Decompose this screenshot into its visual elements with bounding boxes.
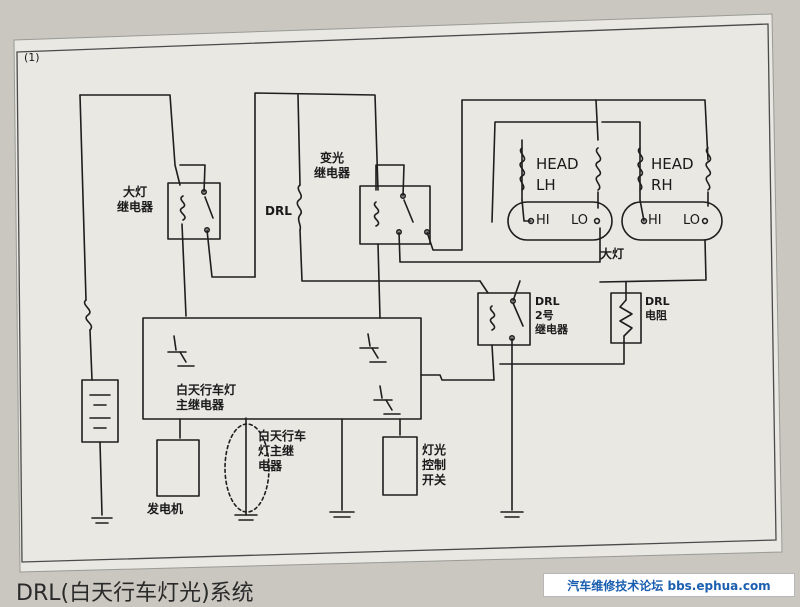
drl-main-relay-label-line2: 主继电器 [176, 398, 225, 413]
caption: DRL(白天行车灯光)系统 [16, 581, 254, 606]
light-switch-label-line2: 控制 [422, 458, 447, 473]
wiring [79, 92, 723, 524]
dimmer-relay-label-line2: 继电器 [314, 166, 351, 181]
drl-main-relay-2-label-line3: 电器 [258, 459, 283, 474]
watermark: 汽车维修技术论坛 bbs.ephua.com [543, 573, 795, 597]
headlamp-relay-label-line1: 大灯 [123, 185, 148, 199]
drl-relay-2-label-line2: 2号 [535, 309, 554, 323]
head-lh-label-line2: LH [536, 175, 556, 194]
light-switch-label-line3: 开关 [422, 473, 447, 488]
drl-resistor-label-line1: DRL [645, 295, 670, 308]
head-rh-label-line2: RH [651, 175, 673, 194]
drl-resistor-left-label: DRL [265, 204, 292, 218]
headlamp-relay-label-line2: 继电器 [117, 200, 154, 215]
head-rh-label: HEAD RH [651, 156, 694, 193]
head-lh-label: HEAD LH [536, 156, 579, 193]
drl-resistor-label-line2: 电阻 [645, 309, 667, 323]
drl-main-relay-2-label-line1: 白天行车 [258, 429, 307, 443]
light-switch-label: 灯光 控制 开关 [422, 443, 447, 488]
head-lh-label-line1: HEAD [536, 155, 579, 173]
diagram-frame [16, 23, 777, 563]
lo-lh-label: LO [571, 213, 589, 228]
drl-resistor-label: DRL 电阻 [645, 295, 670, 323]
hi-rh-label: HI [648, 213, 662, 228]
drl-relay-2-label-line1: DRL [535, 295, 560, 308]
figure-number: (1) [24, 51, 40, 64]
drl-main-relay-2-label: 白天行车 灯主继 电器 [258, 429, 307, 474]
headlamp-label: 大灯 [600, 247, 625, 261]
dimmer-relay-label-line1: 变光 [320, 151, 345, 165]
drl-relay-2-label: DRL 2号 继电器 [535, 295, 568, 337]
hi-lh-label: HI [536, 213, 550, 228]
head-rh-label-line1: HEAD [651, 155, 694, 173]
generator-label: 发电机 [147, 502, 184, 516]
drl-relay-2-label-line3: 继电器 [535, 323, 568, 337]
lo-rh-label: LO [683, 213, 701, 228]
drl-main-relay-label-line1: 白天行车灯 [176, 383, 237, 397]
paper-sheet [13, 13, 783, 573]
drl-main-relay-2-label-line2: 灯主继 [258, 444, 295, 459]
dimmer-relay-label: 变光 继电器 [314, 151, 351, 181]
light-switch-label-line1: 灯光 [422, 443, 447, 457]
drl-main-relay-label: 白天行车灯 主继电器 [176, 383, 237, 413]
headlamp-relay-label: 大灯 继电器 [117, 185, 154, 215]
